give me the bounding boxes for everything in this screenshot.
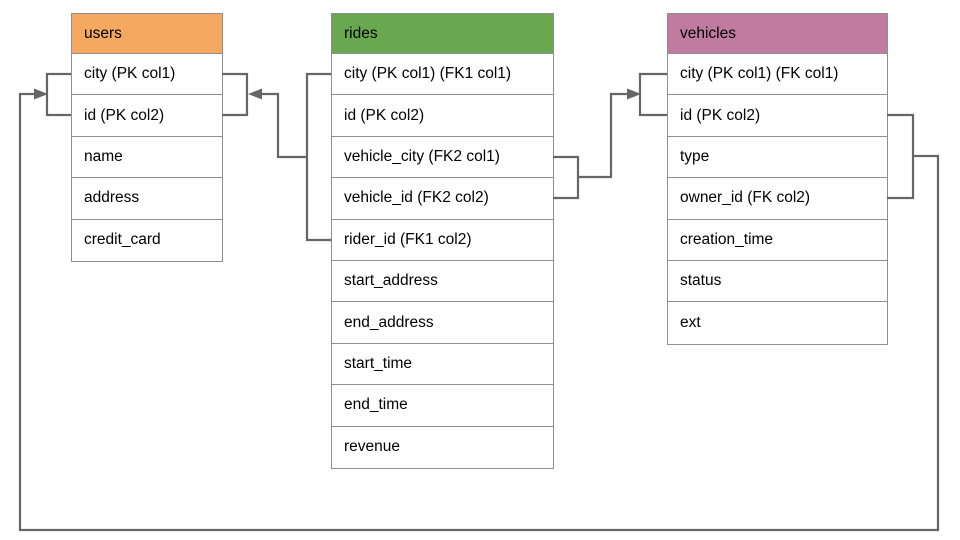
table-row: status — [668, 261, 887, 303]
table-row: end_time — [332, 385, 553, 427]
connector-rides-fk1-users — [222, 72, 331, 242]
table-row: revenue — [344, 438, 401, 456]
table-row: name — [72, 137, 222, 179]
table-row: id (PK col2) — [668, 95, 887, 137]
arrowhead-left-icon — [248, 88, 262, 100]
table-row: start_address — [332, 261, 553, 303]
table-row: address — [72, 178, 222, 220]
table-row: id (PK col2) — [72, 95, 222, 137]
table-row: vehicle_id (FK2 col2) — [332, 178, 553, 220]
table-row: ext — [680, 314, 701, 332]
vehicles-fk-bracket — [887, 113, 915, 200]
table-row: start_time — [332, 344, 553, 386]
table-row: city (PK col1) — [72, 54, 222, 96]
table-row: owner_id (FK col2) — [668, 178, 887, 220]
rides-fk1-shaft — [262, 92, 307, 159]
rides-fk2-bracket — [553, 155, 580, 200]
table-vehicles: vehicles city (PK col1) (FK col1) id (PK… — [667, 13, 888, 345]
users-pk-bracket-left — [45, 72, 71, 117]
table-row: city (PK col1) (FK col1) — [668, 54, 887, 96]
rides-fk1-bracket — [305, 72, 331, 242]
table-row: end_address — [332, 302, 553, 344]
table-row: id (PK col2) — [332, 95, 553, 137]
arrowhead-right-icon — [34, 88, 48, 100]
table-row: rider_id (FK1 col2) — [332, 220, 553, 261]
connector-rides-fk2-vehicles — [553, 72, 667, 200]
table-row: credit_card — [84, 231, 161, 249]
table-users-header: users — [72, 14, 222, 54]
table-row: creation_time — [668, 220, 887, 261]
table-row: city (PK col1) (FK1 col1) — [332, 54, 553, 96]
table-vehicles-header: vehicles — [668, 14, 887, 54]
arrowhead-right-icon — [627, 88, 641, 100]
users-pk-bracket-right — [222, 72, 249, 117]
rides-fk2-shaft — [578, 92, 627, 179]
table-row: type — [668, 137, 887, 179]
table-row: vehicle_city (FK2 col1) — [332, 137, 553, 179]
vehicles-pk-bracket-left — [638, 72, 667, 117]
table-rides-header: rides — [332, 14, 553, 54]
table-rides: rides city (PK col1) (FK1 col1) id (PK c… — [331, 13, 554, 469]
table-users: users city (PK col1) id (PK col2) name a… — [71, 13, 223, 262]
